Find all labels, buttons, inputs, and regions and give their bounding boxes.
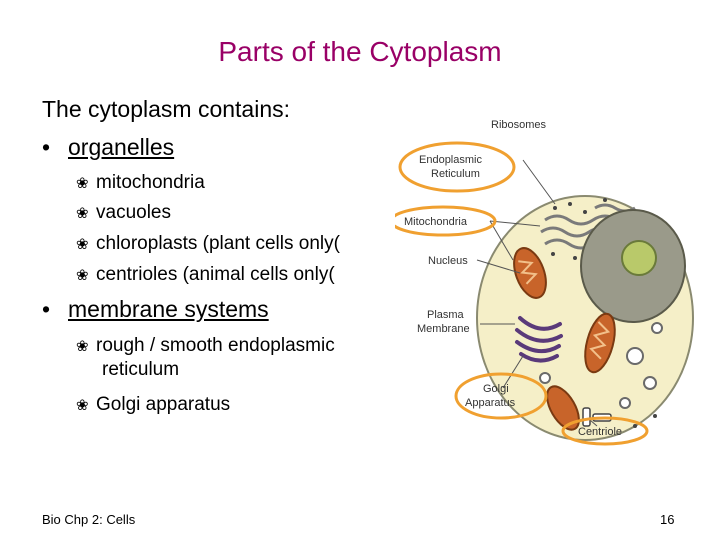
highlight-er: [398, 141, 516, 193]
highlight-mitochondria: [395, 205, 497, 237]
list-item: ❀ rough / smooth endoplasmic reticulum: [76, 334, 335, 381]
list-item: ❀ mitochondria: [76, 171, 205, 195]
intro-text: The cytoplasm contains:: [42, 96, 291, 122]
list-item-text: rough / smooth endoplasmic: [96, 335, 335, 356]
bullet-glyph-icon: ❀: [76, 396, 89, 414]
bullet-organelles: • organelles: [42, 134, 174, 161]
page-number: 16: [660, 512, 675, 527]
bullet-dot: •: [42, 296, 51, 322]
label-golgi-1: Golgi: [483, 383, 509, 395]
label-er-2: Reticulum: [431, 168, 480, 180]
list-item-text: Golgi apparatus: [96, 394, 231, 415]
bullet-glyph-icon: ❀: [76, 235, 89, 253]
list-item-text: chloroplasts (plant cells only(: [96, 233, 340, 254]
list-item-text: centrioles (animal cells only(: [96, 264, 335, 285]
bullet-membrane-systems: • membrane systems: [42, 296, 269, 323]
highlight-golgi: [454, 372, 548, 420]
list-item-continuation: reticulum: [102, 359, 180, 380]
bullet-glyph-icon: ❀: [76, 204, 89, 222]
list-item: ❀ centrioles (animal cells only(: [76, 263, 335, 287]
list-item-text: vacuoles: [96, 202, 171, 223]
bullet-dot: •: [42, 134, 51, 160]
bullet-organelles-text: organelles: [68, 134, 175, 160]
list-item-text: mitochondria: [96, 172, 205, 193]
leader-lines: [476, 159, 598, 427]
label-nucleus: Nucleus: [428, 255, 468, 267]
animal-cell-diagram: Ribosomes Endoplasmic Reticulum Mitochon…: [395, 119, 694, 446]
list-item: ❀ chloroplasts (plant cells only(: [76, 232, 340, 256]
label-mitochondria: Mitochondria: [404, 216, 468, 228]
bullet-membrane-text: membrane systems: [68, 296, 269, 322]
ribosome-dots: [551, 198, 657, 428]
label-golgi-2: Apparatus: [465, 397, 516, 409]
label-ribosomes: Ribosomes: [491, 119, 547, 131]
mitochondria-shapes: [513, 247, 616, 431]
list-item: ❀ vacuoles: [76, 201, 171, 225]
label-er-1: Endoplasmic: [419, 154, 482, 166]
label-centriole: Centriole: [578, 426, 622, 438]
footer-course-label: Bio Chp 2: Cells: [42, 512, 136, 527]
bullet-glyph-icon: ❀: [76, 174, 89, 192]
list-item: ❀ Golgi apparatus: [76, 393, 230, 417]
label-plasma-2: Membrane: [417, 323, 470, 335]
slide-title: Parts of the Cytoplasm: [218, 36, 502, 67]
nucleolus-shape: [621, 240, 657, 276]
bullet-glyph-icon: ❀: [76, 337, 89, 355]
bullet-glyph-icon: ❀: [76, 266, 89, 284]
highlight-centriole: [561, 416, 649, 446]
er-membranes: [540, 203, 636, 250]
vesicles: [539, 322, 663, 409]
golgi-stacks: [515, 316, 563, 363]
label-plasma-1: Plasma: [427, 309, 465, 321]
